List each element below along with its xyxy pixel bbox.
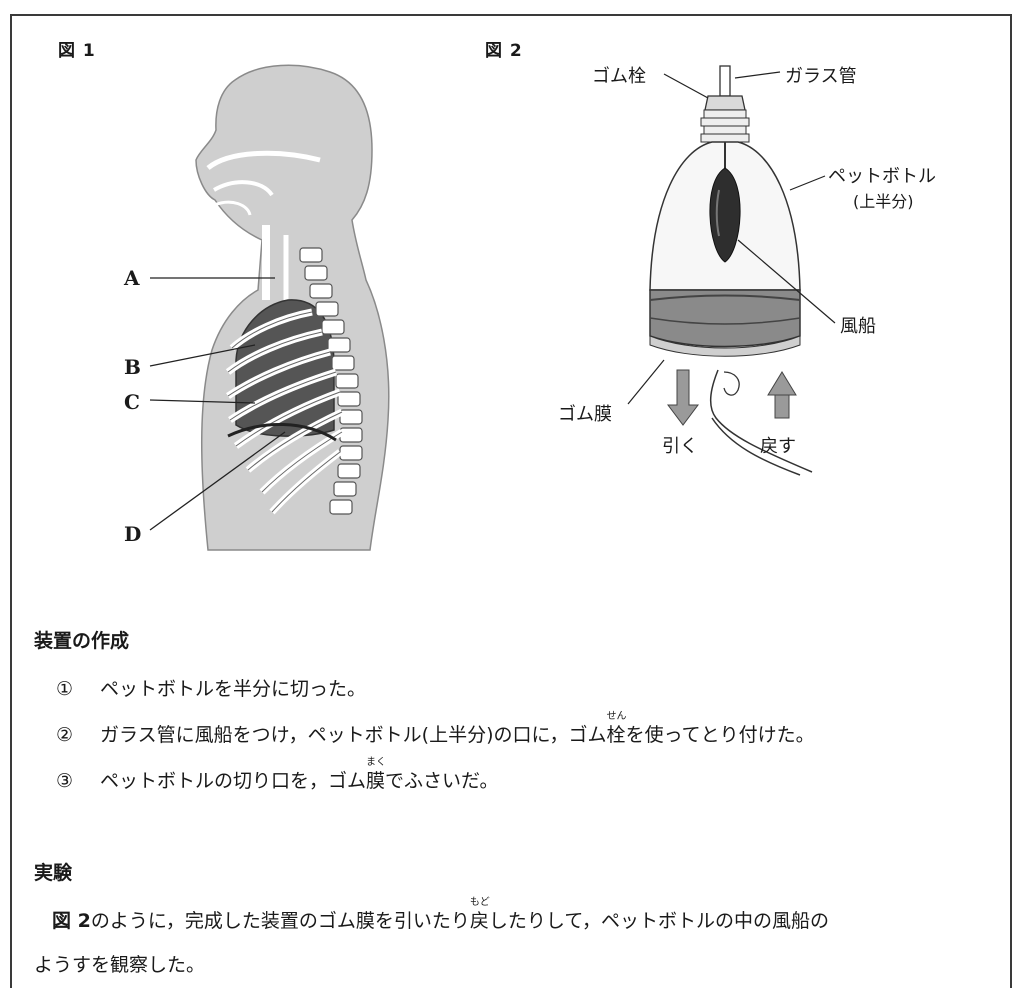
label-balloon: 風船	[840, 312, 876, 338]
label-C: C	[124, 390, 140, 414]
step-3: ③ペットボトルの切り口を，ゴムまく膜でふさいだ。	[56, 766, 498, 793]
step-text: を使ってとり付けた。	[626, 724, 815, 746]
step-number: ②	[56, 724, 100, 746]
ruby-reading: せん	[607, 707, 626, 722]
experiment-text: したりして，ペットボトルの中の風船の	[489, 910, 829, 932]
ruby-base: 戻	[470, 910, 489, 932]
experiment-heading: 実験	[34, 858, 72, 885]
label-rubber-stopper: ゴム栓	[592, 62, 646, 88]
label-return: 戻す	[760, 432, 796, 458]
label-pet-bottle: ペットボトル	[828, 162, 936, 188]
ruby-base: 栓	[607, 724, 626, 746]
step-text: ガラス管に風船をつけ，ペットボトル(上半分)の口に，ゴム	[100, 724, 607, 746]
device-heading: 装置の作成	[34, 626, 129, 653]
step-2: ②ガラス管に風船をつけ，ペットボトル(上半分)の口に，ゴムせん栓を使ってとり付け…	[56, 720, 815, 747]
ruby-reading: もど	[470, 893, 489, 908]
ruby-base: 膜	[366, 770, 385, 792]
ruby-word: もど戻	[470, 906, 489, 933]
label-rubber-membrane: ゴム膜	[558, 400, 612, 426]
experiment-text: のように，完成した装置のゴム膜を引いたり	[91, 910, 470, 932]
label-A: A	[124, 266, 140, 290]
label-pet-bottle-sub: (上半分)	[853, 188, 914, 212]
figure2-title: 図 2	[485, 36, 523, 61]
experiment-line-2: ようすを観察した。	[34, 950, 205, 977]
step-text: ペットボトルの切り口を，ゴム	[100, 770, 366, 792]
label-D: D	[124, 522, 141, 546]
step-number: ①	[56, 678, 100, 700]
label-B: B	[124, 355, 141, 379]
figure-reference: 図 2	[52, 910, 91, 932]
step-number: ③	[56, 770, 100, 792]
experiment-line-1: 図 2のように，完成した装置のゴム膜を引いたりもど戻したりして，ペットボトルの中…	[52, 906, 829, 933]
figure1-body-diagram	[0, 0, 1021, 600]
ruby-word: せん栓	[607, 720, 626, 747]
step-text: ペットボトルを半分に切った。	[100, 678, 366, 700]
step-text: でふさいだ。	[385, 770, 498, 792]
label-glass-tube: ガラス管	[785, 62, 857, 88]
step-1: ①ペットボトルを半分に切った。	[56, 674, 366, 701]
ruby-reading: まく	[366, 753, 385, 768]
label-pull: 引く	[662, 432, 698, 458]
ruby-word: まく膜	[366, 766, 385, 793]
